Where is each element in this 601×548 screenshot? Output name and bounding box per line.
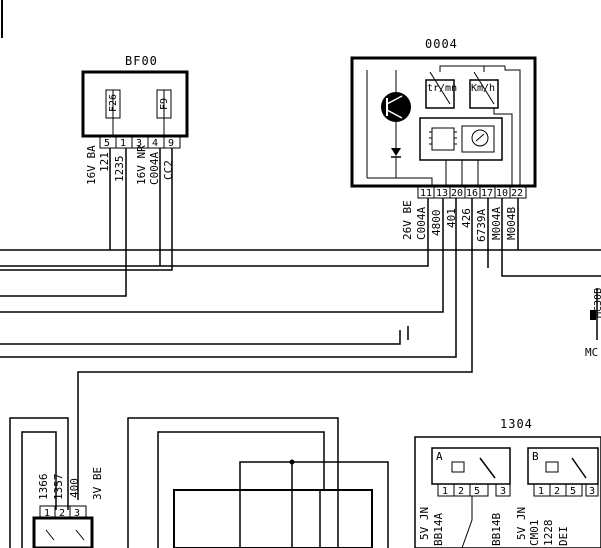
relay-coil-icon (451, 461, 465, 473)
relay-coil-icon (545, 461, 559, 473)
bottom-left-pin: 1 (44, 508, 50, 519)
c0004-wire: C004A (415, 207, 428, 240)
bf00-pin: 1 (120, 138, 126, 149)
c1304-a-wire: BB14A (432, 513, 445, 546)
gauge-speed (469, 79, 499, 109)
bottom-left-connector: 1366 1357 400 3V BE 1 2 3 (9, 417, 104, 548)
bf00-pin: 9 (168, 138, 174, 149)
transistor-icon (381, 92, 411, 122)
bf00-pin: 3 (136, 138, 142, 149)
c1304-block-a (431, 447, 511, 485)
bf00-pin: 5 (104, 138, 110, 149)
c0004-pin: 11 (420, 188, 432, 199)
c0004-module (419, 117, 503, 161)
c0004-wire: 6739A (475, 209, 488, 242)
c0004-wire: 426 (460, 208, 473, 228)
bottom-left-wire: 1366 (37, 474, 50, 501)
c1304-block-a-letter: A (436, 450, 443, 463)
bf00-wire: 1235 (113, 156, 126, 183)
bottom-middle-wiring (127, 417, 389, 548)
c1304-b-wire: DEI (557, 526, 570, 546)
bottom-left-wire: 400 (68, 478, 81, 498)
junction-dot (289, 459, 295, 465)
c0004-pin: 16 (466, 188, 478, 199)
bottom-middle-connector (173, 489, 373, 548)
bottom-left-box (32, 516, 94, 548)
c0004-wire: 4800 (430, 210, 443, 237)
bf00-wire: CC2 (162, 160, 175, 180)
c1304-b-power: 5V JN (515, 507, 528, 540)
c0004-pin: 22 (511, 188, 523, 199)
c0004-pin: 10 (496, 188, 508, 199)
c1304-b-pin: 3 (589, 486, 595, 497)
c1304-b-pin: 5 (570, 486, 576, 497)
c1304-a-pin: 1 (442, 486, 448, 497)
c1304-a-power: 5V JN (418, 507, 431, 540)
c1304-b-pin-3 (585, 483, 599, 497)
bf00-title: BF00 (125, 54, 158, 68)
c1304-a-pin-3 (495, 483, 511, 497)
c0004-power: 26V BE (401, 200, 414, 240)
bf00-power-right: 16V NR (135, 145, 148, 185)
c0004-pin: 17 (481, 188, 493, 199)
right-edge-connector: MC30B MC (585, 288, 601, 359)
c1304-a-pin: 3 (500, 486, 506, 497)
c0004-wire: M004A (490, 207, 503, 240)
bottom-left-power: 3V BE (91, 467, 104, 500)
c0004-pin: 20 (451, 188, 463, 199)
c1304-a-wire: BB14B (490, 513, 503, 546)
c0004-title: 0004 (425, 37, 458, 51)
bf00-wire: C004A (148, 152, 161, 185)
harness-wires (0, 198, 601, 500)
right-edge-label-top: MC30B (593, 288, 601, 318)
diode-icon (391, 148, 401, 156)
right-edge-label-bottom: MC (585, 346, 598, 359)
c1304-title: 1304 (500, 417, 533, 431)
bottom-left-pin: 3 (74, 508, 80, 519)
c1304-b-wire: CM01 (528, 520, 541, 547)
c1304-b-wire: 1228 (542, 520, 555, 547)
gauge-speed-label: Km/h (471, 83, 495, 94)
bottom-left-pin: 2 (59, 508, 65, 519)
c0004-pin: 13 (436, 188, 448, 199)
c1304-block-b-letter: B (532, 450, 539, 463)
gauge-rpm (425, 79, 455, 109)
bf00-power-left: 16V BA (85, 145, 98, 185)
c1304-a-pin: 2 (458, 486, 464, 497)
component-0004: 0004 tr/mn Km/h (350, 37, 537, 242)
c1304-b-pin-row (533, 483, 583, 497)
c1304-a-pin-row (437, 483, 489, 497)
c0004-wire: M004B (505, 207, 518, 240)
gauge-rpm-label: tr/mn (427, 83, 457, 94)
chip-icon (431, 127, 455, 151)
sensor-icon (461, 125, 495, 153)
c1304-b-pin: 1 (538, 486, 544, 497)
bf00-pin-row (99, 135, 181, 149)
c0004-wire: 401 (445, 208, 458, 228)
bf00-wires (0, 148, 173, 297)
c0004-box (350, 56, 537, 188)
bf00-pin: 4 (152, 138, 158, 149)
bf00-wire: 121 (98, 152, 111, 172)
c1304-box (414, 436, 601, 548)
c1304-a-pin: 5 (474, 486, 480, 497)
component-1304: 1304 A 1 2 5 3 5V JN BB14A BB14B B 1 2 5… (414, 417, 601, 548)
c1304-b-pin: 2 (554, 486, 560, 497)
hatch-mark (590, 310, 596, 320)
bottom-left-wire: 1357 (52, 474, 65, 501)
